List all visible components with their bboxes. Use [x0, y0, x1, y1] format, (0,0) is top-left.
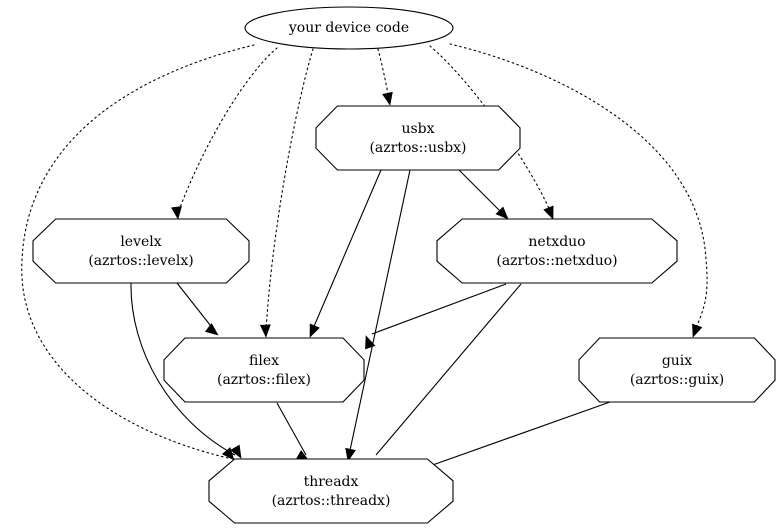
arrowhead-device-to-netxduo	[543, 205, 554, 220]
node-label-device-primary: your device code	[288, 20, 409, 36]
edge-device-to-threadx	[21, 44, 255, 459]
edge-usbx-to-threadx	[348, 169, 411, 456]
node-shape-guix	[578, 337, 776, 403]
node-shape-threadx	[208, 458, 454, 524]
node-label-levelx-secondary: (azrtos::levelx)	[88, 253, 193, 269]
node-label-guix-primary: guix	[662, 353, 692, 369]
edge-netxduo-to-filex	[371, 283, 507, 335]
edge-device-to-filex	[265, 48, 314, 332]
edge-device-to-levelx	[177, 47, 278, 214]
node-label-filex-secondary: (azrtos::filex)	[217, 372, 311, 388]
node-netxduo[interactable]: netxduo(azrtos::netxduo)	[436, 218, 678, 284]
node-label-levelx-primary: levelx	[120, 234, 161, 250]
node-label-usbx-secondary: (azrtos::usbx)	[369, 140, 466, 156]
node-label-guix-secondary: (azrtos::guix)	[630, 372, 724, 388]
node-shape-filex	[163, 337, 365, 403]
arrowhead-device-to-guix	[692, 323, 703, 338]
arrowhead-device-to-filex	[259, 324, 271, 338]
node-shape-device	[244, 6, 454, 50]
edge-usbx-to-filex	[311, 169, 382, 332]
arrowhead-device-to-usbx	[382, 91, 393, 106]
arrowhead-usbx-to-threadx	[345, 447, 356, 462]
edge-levelx-to-threadx	[130, 282, 236, 456]
edge-guix-to-threadx	[426, 401, 611, 468]
node-label-threadx-primary: threadx	[304, 474, 359, 490]
arrowhead-usbx-to-filex	[309, 323, 320, 338]
edge-levelx-to-filex	[176, 282, 215, 331]
arrowhead-usbx-to-netxduo	[495, 206, 509, 220]
node-label-usbx-primary: usbx	[401, 121, 434, 137]
arrowhead-levelx-to-threadx	[230, 444, 242, 459]
node-label-netxduo-secondary: (azrtos::netxduo)	[496, 253, 617, 269]
node-guix[interactable]: guix(azrtos::guix)	[578, 337, 776, 403]
node-filex[interactable]: filex(azrtos::filex)	[163, 337, 365, 403]
node-levelx[interactable]: levelx(azrtos::levelx)	[32, 218, 250, 284]
edge-usbx-to-netxduo	[454, 165, 504, 215]
edge-device-to-usbx	[377, 48, 390, 100]
arrowhead-device-to-levelx	[171, 206, 182, 220]
arrowhead-levelx-to-filex	[204, 323, 219, 336]
node-label-threadx-secondary: (azrtos::threadx)	[272, 493, 391, 509]
edge-netxduo-to-threadx	[375, 283, 522, 456]
arrowhead-netxduo-to-filex	[365, 335, 376, 350]
node-shape-levelx	[32, 218, 250, 284]
nodes-layer: your device codeusbx(azrtos::usbx)levelx…	[32, 6, 776, 524]
node-usbx[interactable]: usbx(azrtos::usbx)	[315, 105, 521, 171]
edge-filex-to-threadx	[276, 402, 307, 456]
node-label-filex-primary: filex	[249, 353, 279, 369]
node-device[interactable]: your device code	[244, 6, 454, 50]
edge-device-to-guix	[449, 43, 708, 332]
node-shape-netxduo	[436, 218, 678, 284]
node-shape-usbx	[315, 105, 521, 171]
node-threadx[interactable]: threadx(azrtos::threadx)	[208, 458, 454, 524]
node-label-netxduo-primary: netxduo	[528, 234, 585, 250]
